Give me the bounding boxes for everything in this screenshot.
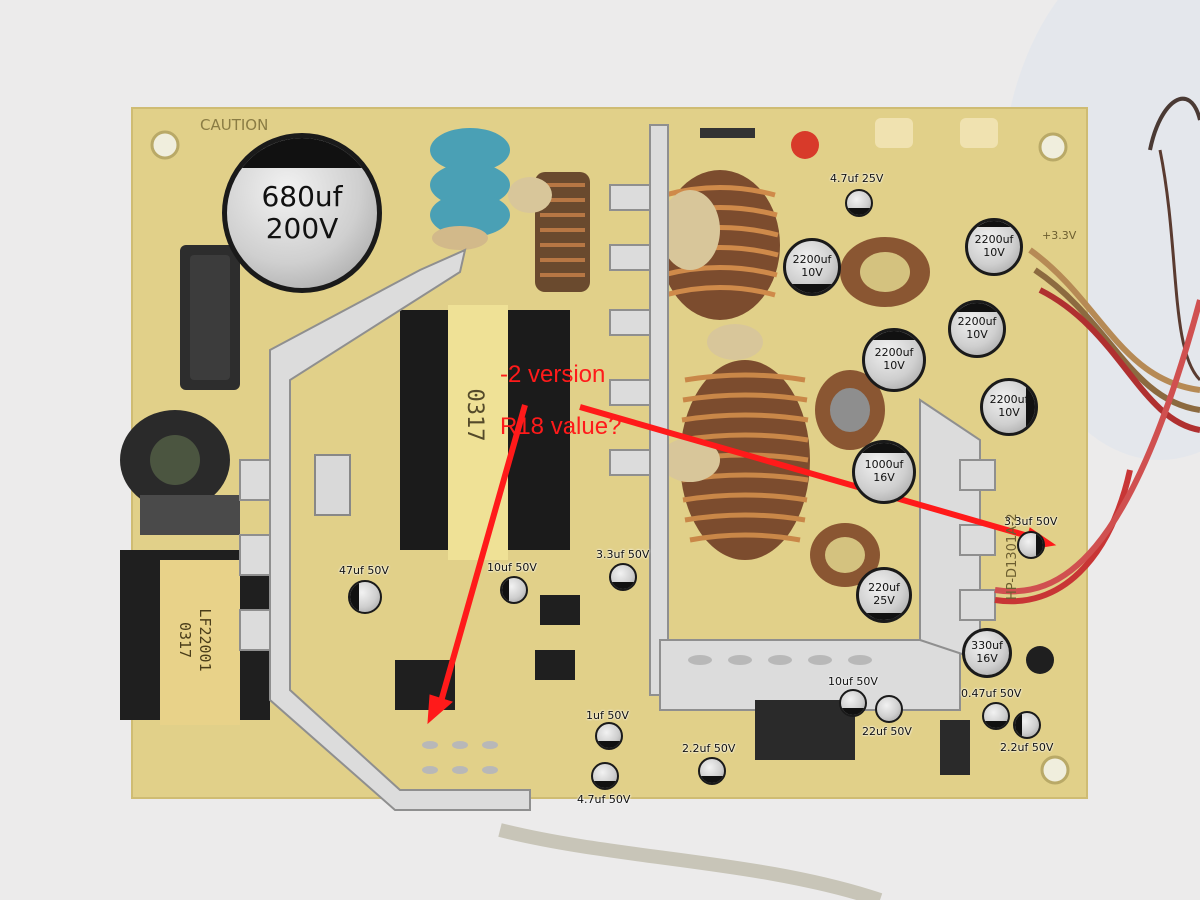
heatsink-holes: [422, 655, 872, 774]
heatsinks: [239, 124, 996, 811]
label-1uf-50v: 1uf 50V: [586, 709, 629, 722]
capacitor-680uf-200v: 680uf 200V: [222, 133, 382, 293]
capacitor-0.47uf-50v: [982, 702, 1010, 730]
capacitor-330uf-16v: 330uf 16V: [962, 628, 1012, 678]
blue-coil: [430, 128, 510, 250]
svg-text:0317: 0317: [462, 389, 487, 442]
capacitor-label: 680uf 200V: [261, 179, 343, 245]
capacitor-10uf-50v-b: [839, 689, 867, 717]
capacitor-label: 2200uf 10V: [792, 253, 832, 279]
capacitor-2200uf-10v-c: 2200uf 10V: [948, 300, 1006, 358]
capacitor-2200uf-10v-b: 2200uf 10V: [965, 218, 1023, 276]
wire-harness: [994, 247, 1200, 605]
input-choke: [180, 245, 240, 390]
capacitor-2200uf-10v-a: 2200uf 10V: [783, 238, 841, 296]
capacitor-2.2uf-50v-a: [1013, 711, 1041, 739]
capacitor-3.3uf-50v-a: [609, 563, 637, 591]
silk-rail: +3.3V: [1042, 229, 1077, 242]
capacitor-3.3uf-50v-b: [1017, 531, 1045, 559]
bottom-cable: [498, 823, 883, 900]
label-3.3uf-50v-a: 3.3uf 50V: [596, 548, 650, 561]
label-4.7uf-25v: 4.7uf 25V: [830, 172, 884, 185]
annotation-text: -2 version R18 value?: [500, 336, 621, 466]
silk-caution: CAUTION: [200, 116, 269, 134]
capacitor-47uf-50v: [348, 580, 382, 614]
annotation-line-1: -2 version: [500, 361, 606, 388]
label-47uf-50v: 47uf 50V: [339, 564, 389, 577]
capacitor-4.7uf-50v: [591, 762, 619, 790]
capacitor-2200uf-10v-e: 2200uf 10V: [980, 378, 1038, 436]
capacitor-label: 2200uf 10V: [874, 346, 914, 372]
capacitor-label: 220uf 25V: [868, 581, 900, 607]
silk-board-id: HP-D1301A-2: [1005, 513, 1020, 600]
label-0.47uf-50v: 0.47uf 50V: [961, 687, 1022, 700]
capacitor-220uf-25v: 220uf 25V: [856, 567, 912, 623]
label-10uf-50v-a: 10uf 50V: [487, 561, 537, 574]
capacitor-1000uf-16v: 1000uf 16V: [852, 440, 916, 504]
label-2.2uf-50v-a: 2.2uf 50V: [1000, 741, 1054, 754]
lf22001-transformer: LF22001 0317: [120, 550, 270, 725]
label-22uf-50v: 22uf 50V: [862, 725, 912, 738]
capacitor-2.2uf-50v-b: [698, 757, 726, 785]
svg-text:LF22001: LF22001: [196, 608, 214, 671]
label-4.7uf-50v: 4.7uf 50V: [577, 793, 631, 806]
svg-text:0317: 0317: [176, 622, 194, 658]
capacitor-1uf-50v: [595, 722, 623, 750]
capacitor-2200uf-10v-d: 2200uf 10V: [862, 328, 926, 392]
rubber-grommet: [120, 410, 240, 535]
label-3.3uf-50v-b: 3.3uf 50V: [1004, 515, 1058, 528]
capacitor-label: 2200uf 10V: [957, 315, 997, 341]
annotation-line-2: R18 value?: [500, 413, 622, 440]
capacitor-4.7uf-25v: [845, 189, 873, 217]
label-10uf-50v-b: 10uf 50V: [828, 675, 878, 688]
capacitor-label: 2200uf 10V: [974, 233, 1014, 259]
capacitor-10uf-50v-a: [500, 576, 528, 604]
capacitor-label: 2200uf 10V: [989, 393, 1029, 419]
capacitor-label: 330uf 16V: [971, 639, 1003, 665]
capacitor-label: 1000uf 16V: [864, 458, 904, 484]
copper-coils: [508, 170, 930, 587]
capacitor-22uf-50v: [875, 695, 903, 723]
label-2.2uf-50v-b: 2.2uf 50V: [682, 742, 736, 755]
main-transformer: 0317: [400, 305, 570, 560]
